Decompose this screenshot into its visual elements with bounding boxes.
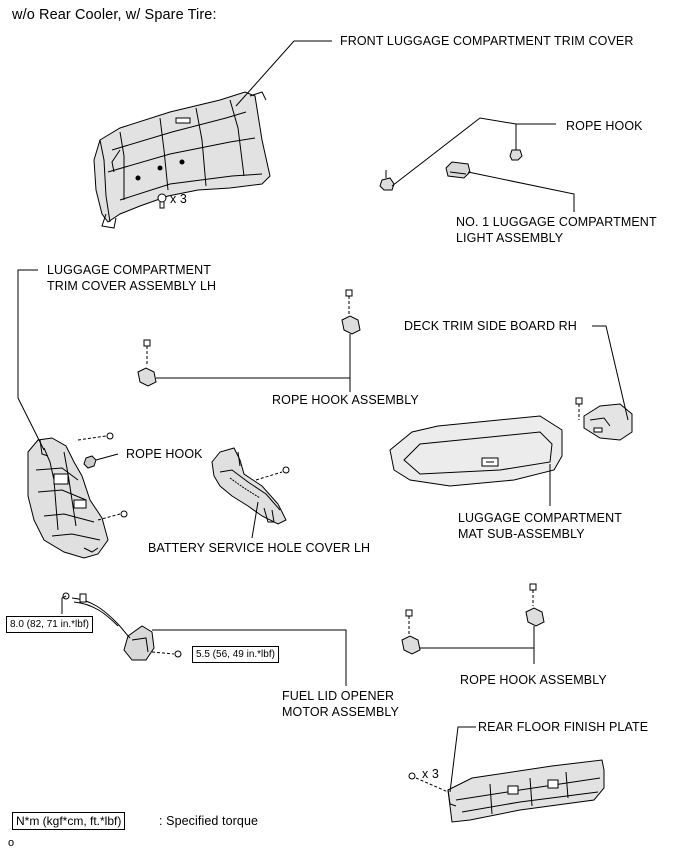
torque-box-right: 5.5 (56, 49 in.*lbf) [192, 646, 279, 663]
qty-rear-clips: x 3 [422, 767, 439, 781]
label-rope-hook-assembly-low: ROPE HOOK ASSEMBLY [460, 673, 607, 687]
deck-board-screw [575, 397, 583, 420]
torque-box-left: 8.0 (82, 71 in.*lbf) [6, 616, 93, 633]
label-trim-cover-lh-line2: TRIM COVER ASSEMBLY LH [47, 279, 217, 293]
fuel-lid-bolt [151, 650, 182, 658]
label-rope-hook-top: ROPE HOOK [566, 119, 643, 133]
legend-torque-text: : Specified torque [159, 814, 259, 828]
label-front-trim-cover: FRONT LUGGAGE COMPARTMENT TRIM COVER [340, 34, 634, 48]
label-fuel-lid-motor-line2: MOTOR ASSEMBLY [282, 705, 399, 719]
rear-plate-clip [408, 772, 449, 793]
diagram-heading: w/o Rear Cooler, w/ Spare Tire: [12, 7, 217, 23]
front-trim-cover-part [93, 91, 271, 229]
footer-mark: o [8, 837, 15, 849]
label-deck-trim-board: DECK TRIM SIDE BOARD RH [404, 319, 577, 333]
rope-hook-assembly-low-part [401, 583, 545, 655]
trim-cover-screws [77, 432, 128, 521]
label-mat-sub-assembly-line2: MAT SUB-ASSEMBLY [458, 527, 585, 541]
mat-sub-assembly-part [389, 415, 563, 487]
label-rope-hook-left: ROPE HOOK [126, 447, 203, 461]
deck-trim-board-part [583, 403, 633, 441]
legend-torque-box: N*m (kgf*cm, ft.*lbf) [12, 812, 126, 830]
label-mat-sub-assembly-line1: LUGGAGE COMPARTMENT [458, 511, 622, 525]
front-cover-clip [157, 193, 167, 209]
battery-cover-screw [255, 466, 290, 481]
label-light-assembly-line1: NO. 1 LUGGAGE COMPARTMENT [456, 215, 657, 229]
label-fuel-lid-motor-line1: FUEL LID OPENER [282, 689, 395, 703]
rear-floor-plate-part [447, 759, 605, 823]
label-rear-floor-plate: REAR FLOOR FINISH PLATE [478, 720, 649, 734]
rope-hook-top-part [379, 140, 523, 191]
light-assembly-part [445, 161, 471, 179]
label-battery-cover: BATTERY SERVICE HOLE COVER LH [148, 541, 371, 555]
battery-cover-part [211, 447, 287, 525]
fuel-lid-motor-part [62, 592, 155, 661]
trim-cover-lh-part [27, 437, 109, 559]
rope-hook-assembly-mid-part [137, 289, 361, 387]
label-rope-hook-assembly-mid: ROPE HOOK ASSEMBLY [272, 393, 419, 407]
label-light-assembly-line2: LIGHT ASSEMBLY [456, 231, 564, 245]
rope-hook-left-part [83, 455, 97, 469]
qty-front-clips: x 3 [170, 192, 187, 206]
label-trim-cover-lh-line1: LUGGAGE COMPARTMENT [47, 263, 211, 277]
